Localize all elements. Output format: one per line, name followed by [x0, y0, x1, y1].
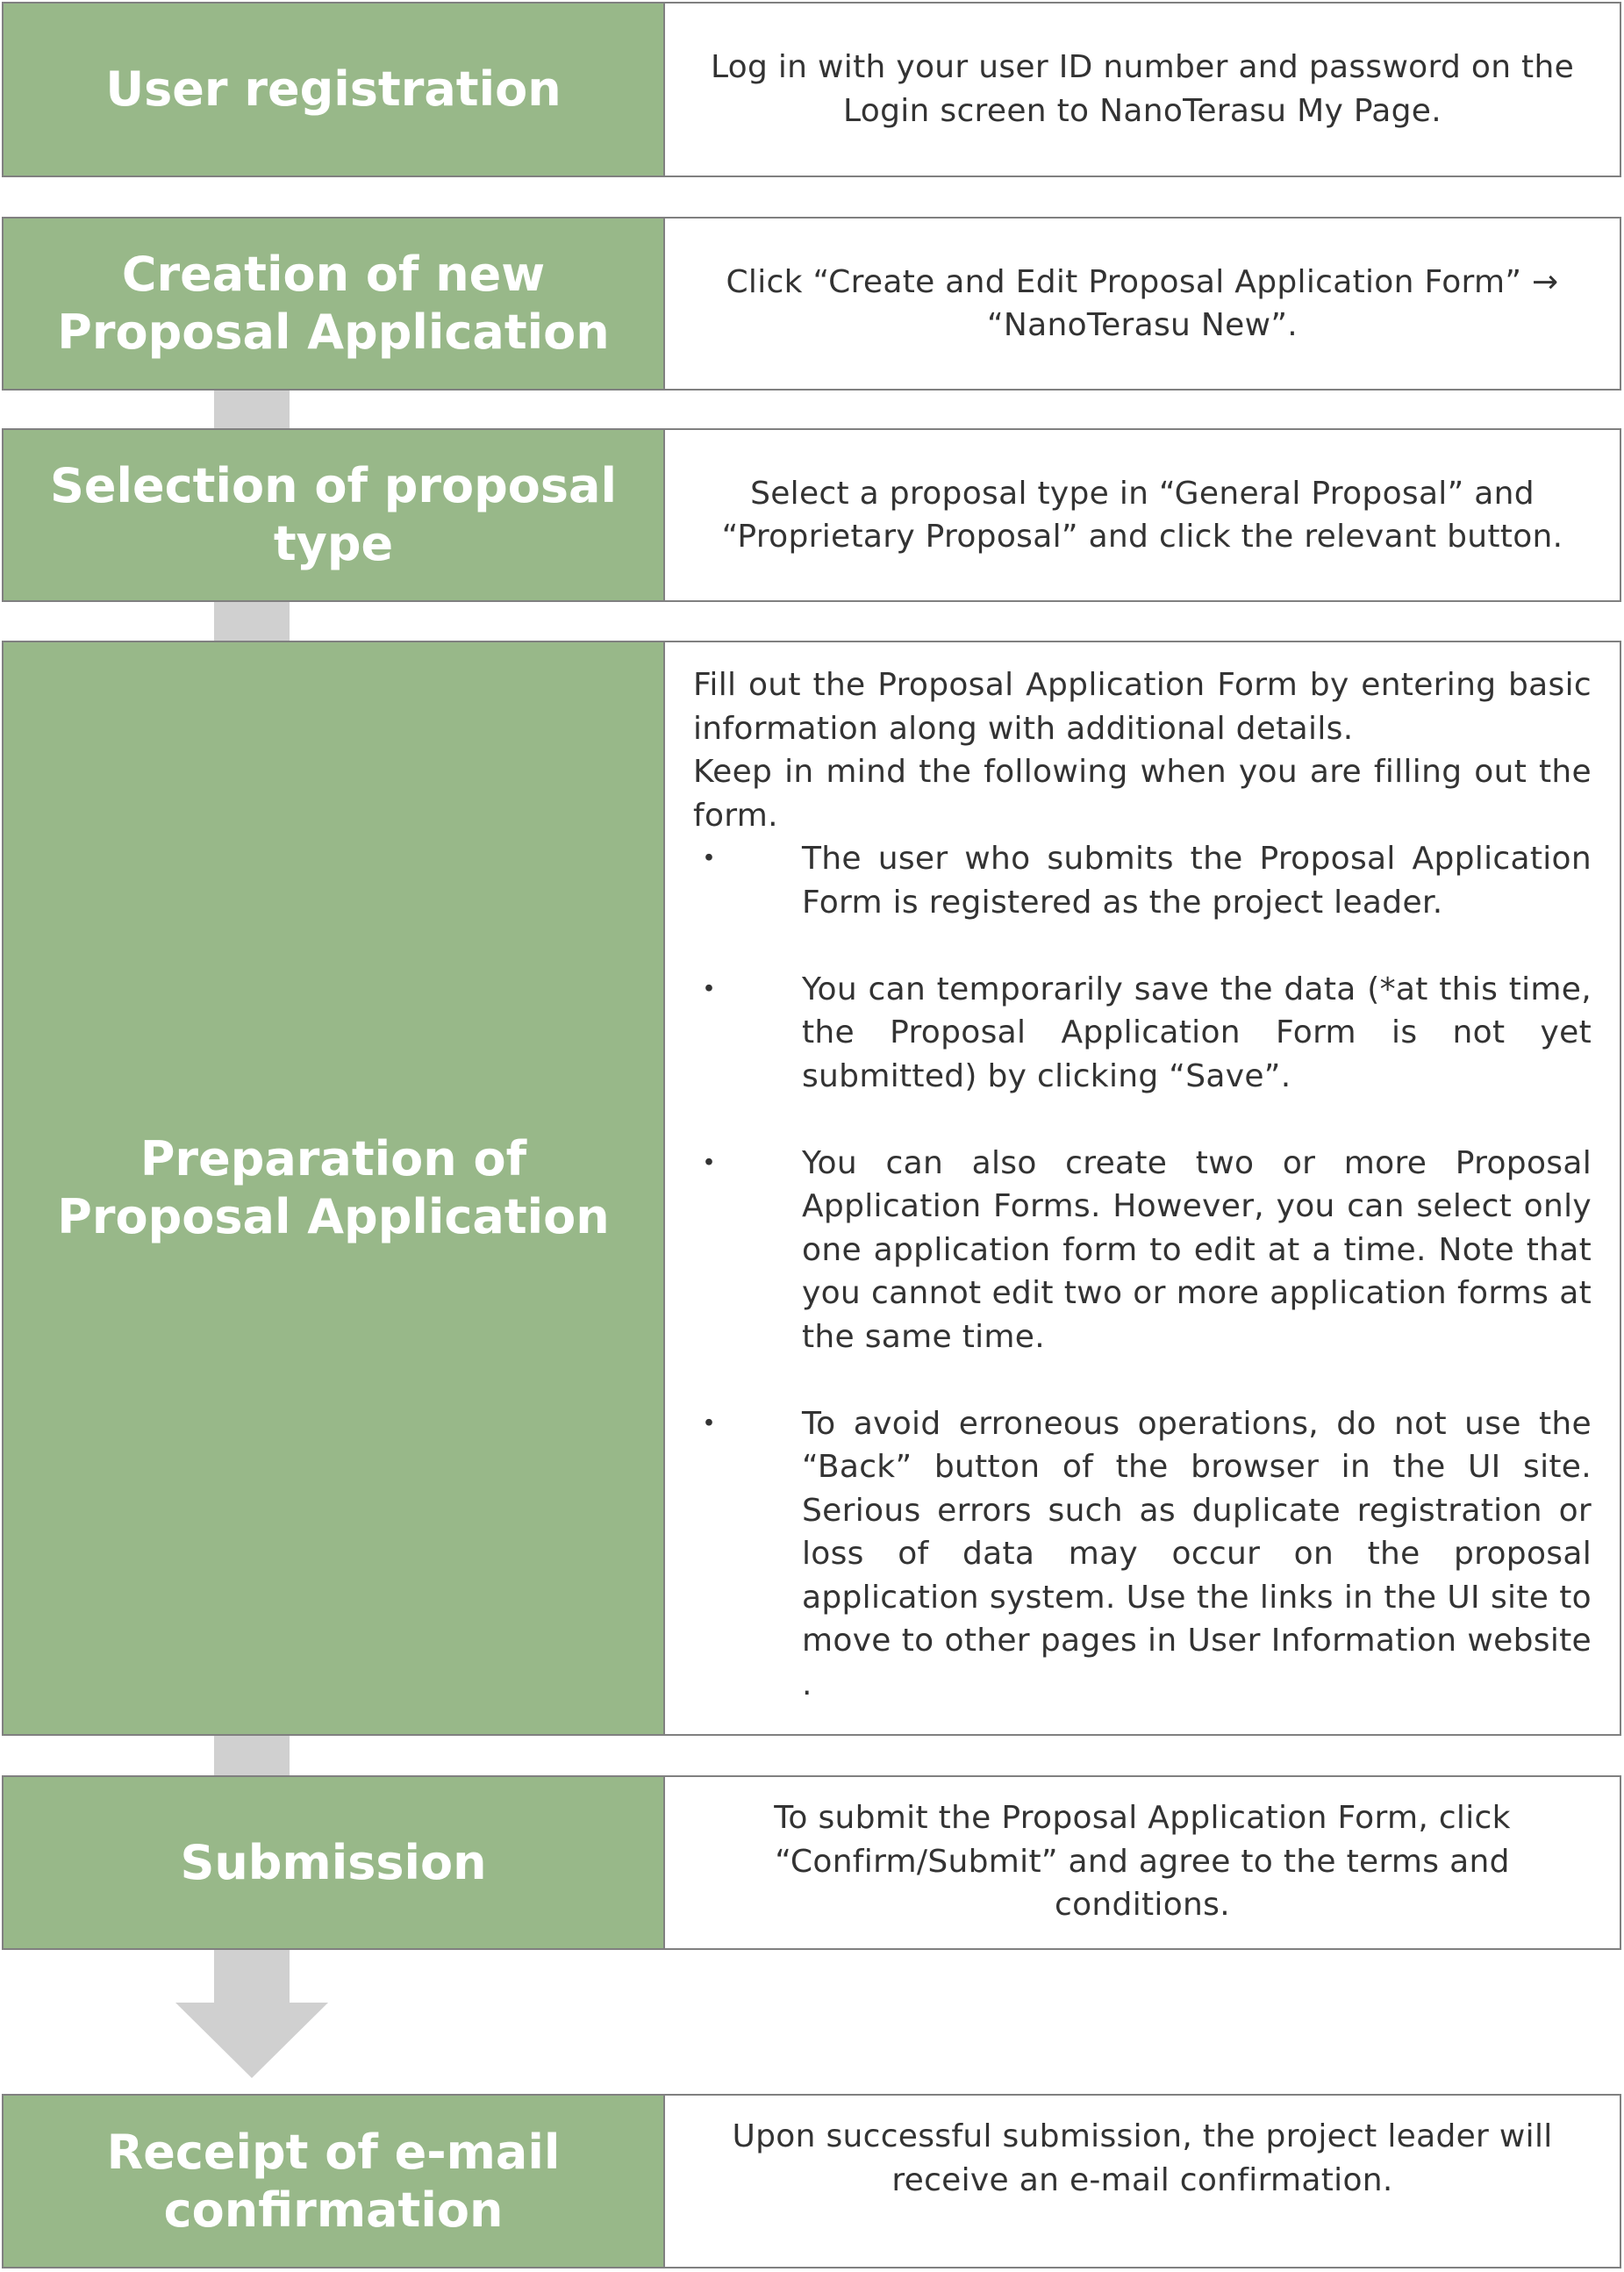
bullet-item: ・ You can also create two or more Proposa… [693, 1142, 1592, 1359]
bullet-text: The user who submits the Proposal Applic… [802, 841, 1592, 921]
description-text: Click “Create and Edit Proposal Applicat… [726, 263, 1559, 344]
description-text: Select a proposal type in “General Propo… [721, 475, 1563, 555]
down-arrow-icon [175, 2003, 328, 2078]
connector [214, 1729, 290, 1781]
step-title: Receipt of e-mail confirmation [4, 2096, 665, 2267]
bullet-icon: ・ [693, 971, 726, 1007]
step-title: Selection of proposal type [4, 430, 665, 600]
connector [214, 1946, 290, 2004]
step-description: Log in with your user ID number and pass… [710, 49, 1575, 129]
step-select-type: Selection of proposal type Select a prop… [2, 428, 1621, 602]
bullet-text: To avoid erroneous operations, do not us… [802, 1405, 1592, 1702]
step-description: To submit the Proposal Application Form,… [774, 1800, 1511, 1923]
bullet-item: ・ To avoid erroneous operations, do not u… [693, 1402, 1592, 1707]
intro-text: Fill out the Proposal Application Form b… [693, 667, 1592, 747]
step-description: Select a proposal type in “General Propo… [665, 430, 1620, 600]
step-description: Upon successful submission, the project … [732, 2118, 1553, 2198]
step-user-registration: User registration Log in with your user … [2, 2, 1621, 177]
step-submission: Submission To submit the Proposal Applic… [2, 1775, 1621, 1950]
bullet-icon: ・ [693, 1405, 726, 1442]
step-email-confirmation: Receipt of e-mail confirmation Upon succ… [2, 2094, 1621, 2268]
step-create-proposal: Creation of new Proposal Application Cli… [2, 217, 1621, 391]
step-title: Creation of new Proposal Application [4, 219, 665, 389]
bullet-text: You can temporarily save the data (*at t… [802, 971, 1592, 1094]
bullet-text: You can also create two or more Proposal… [802, 1144, 1592, 1355]
bullet-item: ・ You can temporarily save the data (*at … [693, 968, 1592, 1099]
step-title: Preparation of Proposal Application [4, 642, 665, 1734]
step-title: Submission [4, 1777, 665, 1948]
bullet-icon: ・ [693, 1144, 726, 1181]
bullet-icon: ・ [693, 841, 726, 877]
step-title: User registration [4, 4, 665, 176]
step-description: Fill out the Proposal Application Form b… [665, 642, 1620, 1734]
intro-text: Keep in mind the following when you are … [693, 754, 1592, 834]
bullet-item: ・ The user who submits the Proposal Appli… [693, 837, 1592, 924]
step-preparation: Preparation of Proposal Application Fill… [2, 641, 1621, 1736]
step-description: Click “Create and Edit Proposal Applicat… [665, 219, 1620, 389]
